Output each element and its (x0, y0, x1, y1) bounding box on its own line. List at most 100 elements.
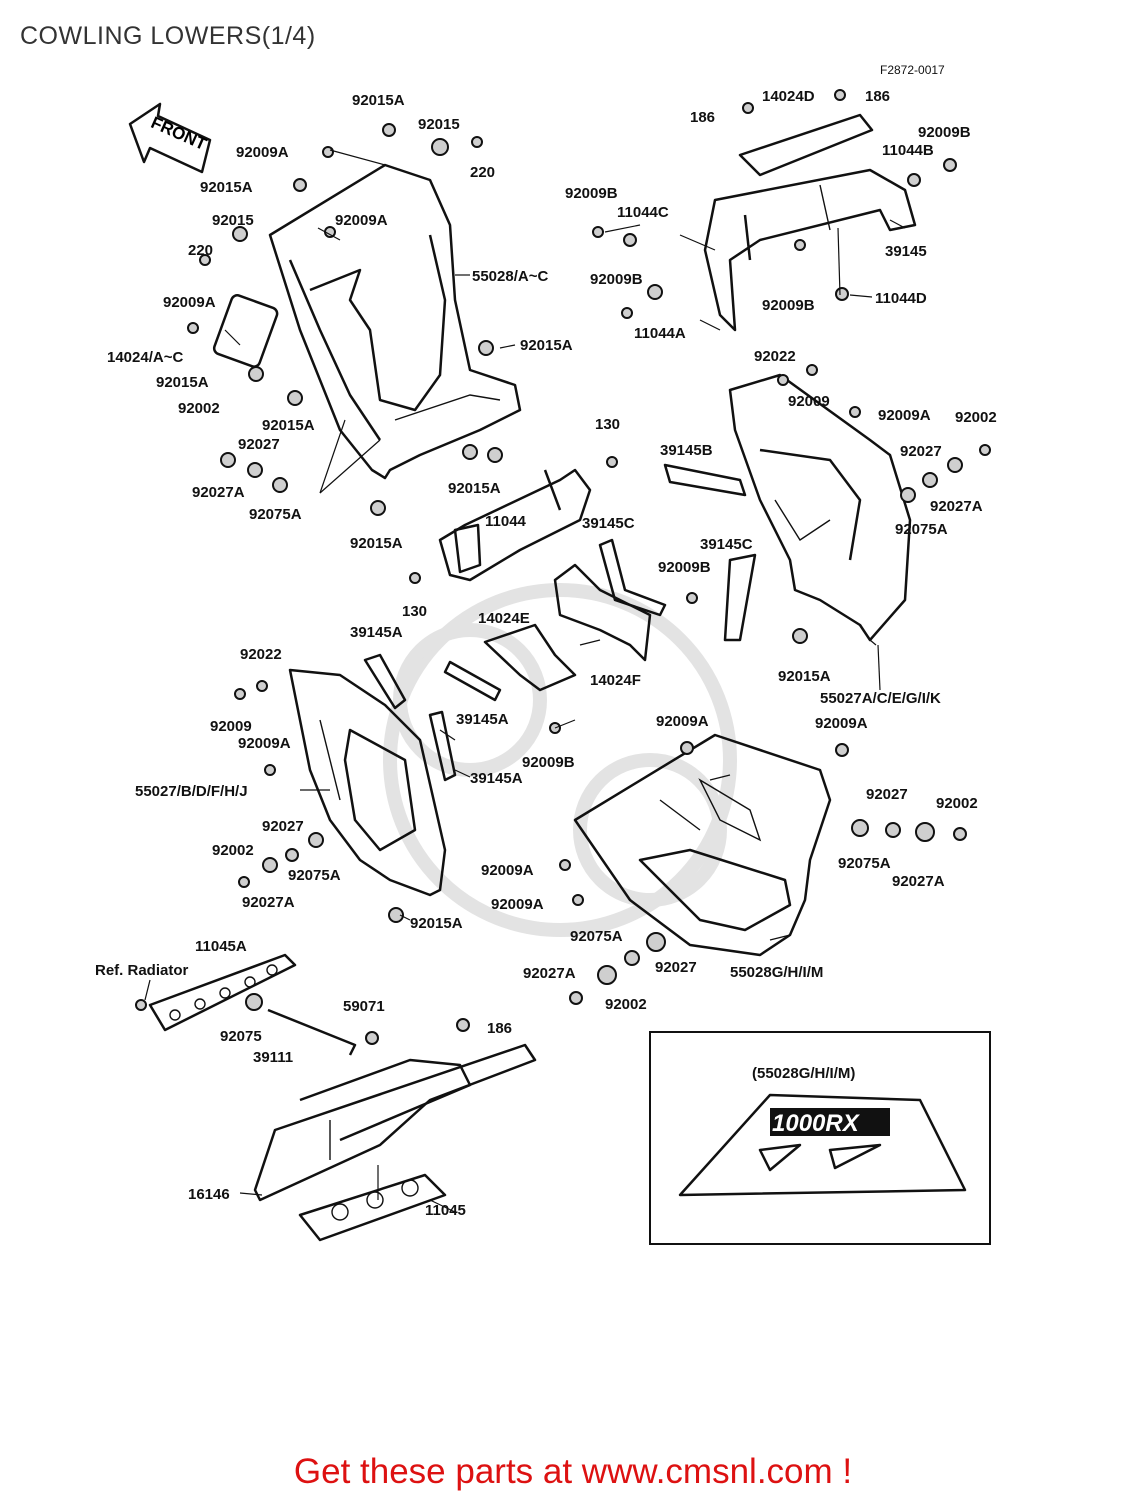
undercover-16146 (253, 1043, 537, 1202)
part-label: 11044 (485, 513, 527, 530)
part-label: 92009B (762, 297, 815, 314)
part-label: 92015A (778, 668, 831, 685)
part-label: 14024/A~C (107, 349, 183, 366)
part-label: 92009A (236, 144, 289, 161)
part-label: 92009 (788, 393, 830, 410)
part-label: 92015A (448, 480, 501, 497)
part-label: 92075A (838, 855, 891, 872)
part-label: 92009B (658, 559, 711, 576)
part-label: 55028G/H/I/M (730, 964, 823, 981)
part-label: 92075A (249, 506, 302, 523)
part-label: 11044C (617, 204, 669, 221)
part-label: Ref. Radiator (95, 962, 189, 979)
part-label: 92075A (895, 521, 948, 538)
part-label: 92027A (892, 873, 945, 890)
part-label: 186 (865, 88, 890, 105)
part-label: 92015 (212, 212, 254, 229)
part-label: 14024D (762, 88, 815, 105)
part-label: 92027A (523, 965, 576, 982)
part-label: 130 (402, 603, 427, 620)
radiator-bar-11045a (148, 953, 297, 1032)
part-label: 92009A (238, 735, 291, 752)
part-label: 92009A (491, 896, 544, 913)
part-label: 55028/A~C (472, 268, 548, 285)
part-label: 92009B (590, 271, 643, 288)
bracket-11044 (438, 468, 592, 582)
part-label: 92015A (156, 374, 209, 391)
part-label: 92009A (481, 862, 534, 879)
part-label: 92022 (240, 646, 282, 663)
part-label: 92015A (410, 915, 463, 932)
inset-logo-text: 1000RX (772, 1110, 861, 1137)
part-label: 92009B (522, 754, 575, 771)
left-side-panel-55027b (288, 668, 447, 897)
part-label: 39145C (700, 536, 753, 553)
part-label: 220 (470, 164, 495, 181)
part-label: 186 (690, 109, 715, 126)
part-label: 14024E (478, 610, 530, 627)
bracket-14024ef (483, 563, 652, 692)
part-label: 55027/B/D/F/H/J (135, 783, 248, 800)
part-label: 11045 (425, 1202, 466, 1219)
part-label: 14024F (590, 672, 641, 689)
part-label: 92027 (866, 786, 908, 803)
part-label: 92027A (242, 894, 295, 911)
part-label: 92015A (352, 92, 405, 109)
part-label: 16146 (188, 1186, 230, 1203)
part-label: 11044A (634, 325, 686, 342)
part-label: 92009B (918, 124, 971, 141)
part-label: 92015A (262, 417, 315, 434)
part-label: 92027A (192, 484, 245, 501)
part-label: 39111 (253, 1049, 293, 1066)
part-label: 186 (487, 1020, 512, 1037)
watermark-logo (383, 583, 737, 937)
part-label: 92027 (900, 443, 942, 460)
part-label: 92009A (878, 407, 931, 424)
exploded-parts-diagram: F2872-0017 FRONT (95, 63, 997, 1245)
part-label: 92002 (178, 400, 220, 417)
part-label: 130 (595, 416, 620, 433)
part-label: 92002 (212, 842, 254, 859)
right-side-panel-55027a (728, 373, 912, 642)
rod-39111 (267, 1008, 357, 1056)
part-label: 11044B (882, 142, 934, 159)
part-label: 92075A (570, 928, 623, 945)
ref-code: F2872-0017 (880, 63, 945, 77)
part-labels: 92015A 92015 92009A 220 92015A 92015 920… (95, 88, 997, 1219)
part-label: 92015A (520, 337, 573, 354)
part-label: 92009A (815, 715, 868, 732)
part-label: 39145A (470, 770, 523, 787)
part-label: 55027A/C/E/G/I/K (820, 690, 941, 707)
footer-cta-link[interactable]: Get these parts at www.cmsnl.com ! (293, 1452, 853, 1491)
upper-cowl-55028 (212, 163, 522, 480)
part-label: 92015 (418, 116, 460, 133)
part-label: 92009A (656, 713, 709, 730)
part-label: 92027 (655, 959, 697, 976)
part-label: 92002 (605, 996, 647, 1013)
part-label: 39145C (582, 515, 635, 532)
front-arrow-label: FRONT (148, 113, 210, 154)
part-label: 39145A (350, 624, 403, 641)
part-label: 39145A (456, 711, 509, 728)
part-label: 92015A (200, 179, 253, 196)
part-label: 92002 (955, 409, 997, 426)
front-arrow-icon: FRONT (128, 102, 212, 174)
part-label: 59071 (343, 998, 385, 1015)
part-label: 92075A (288, 867, 341, 884)
part-label: 92009A (335, 212, 388, 229)
stay-bracket-14024d (703, 113, 917, 332)
leader-lines (144, 149, 906, 1213)
part-label: 39145 (885, 243, 927, 260)
part-label: 220 (188, 242, 213, 259)
inset-label: (55028G/H/I/M) (752, 1065, 855, 1082)
rubber-strips-39145 (363, 463, 757, 782)
bracket-14024 (212, 294, 279, 368)
part-label: 92015A (350, 535, 403, 552)
part-label: 39145B (660, 442, 713, 459)
decal-inset-box: (55028G/H/I/M) 1000RX (649, 1031, 991, 1245)
part-label: 11045A (195, 938, 247, 955)
plate-11045 (298, 1173, 447, 1242)
part-label: 92075 (220, 1028, 262, 1045)
part-label: 92009A (163, 294, 216, 311)
